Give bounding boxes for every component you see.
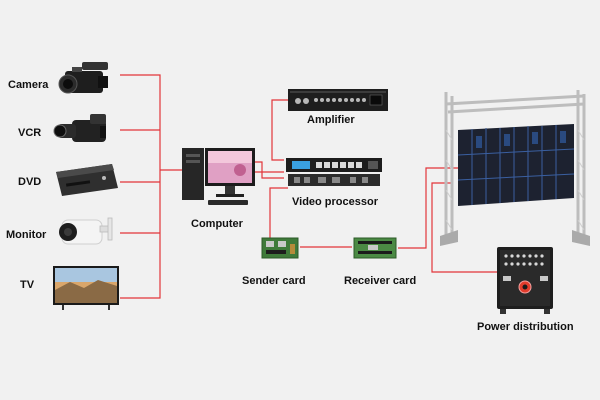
label-sender-card: Sender card — [242, 275, 306, 287]
connector-receiver-screen — [398, 167, 460, 249]
connector-computer-processor-2 — [252, 161, 284, 179]
power-distribution-box-icon — [497, 247, 553, 314]
led-screen-truss-icon — [440, 90, 590, 246]
tv-icon — [53, 266, 119, 310]
receiver-card-icon — [353, 237, 397, 259]
label-receiver-card: Receiver card — [344, 275, 416, 287]
camera-icon — [58, 62, 108, 94]
computer-icon — [182, 148, 255, 205]
connector-amplifier — [271, 99, 288, 161]
label-camera: Camera — [8, 79, 49, 91]
connector-screen-power — [431, 182, 500, 273]
label-power-distribution: Power distribution — [477, 321, 574, 333]
amplifier-icon — [288, 89, 388, 111]
label-computer: Computer — [191, 218, 244, 230]
label-video-processor: Video processor — [292, 196, 379, 208]
security-camera-icon — [59, 217, 113, 245]
label-monitor: Monitor — [6, 229, 47, 241]
input-bus-line — [120, 74, 161, 299]
label-amplifier: Amplifier — [307, 114, 355, 126]
camcorder-icon — [53, 114, 106, 142]
label-dvd: DVD — [18, 176, 41, 188]
video-processor-icon — [286, 158, 382, 186]
sender-card-icon — [261, 237, 299, 259]
connection-lines — [120, 74, 500, 299]
label-vcr: VCR — [18, 127, 41, 139]
label-tv: TV — [20, 279, 35, 291]
connector-processor-sender — [269, 187, 288, 244]
dvd-player-icon — [56, 164, 118, 196]
